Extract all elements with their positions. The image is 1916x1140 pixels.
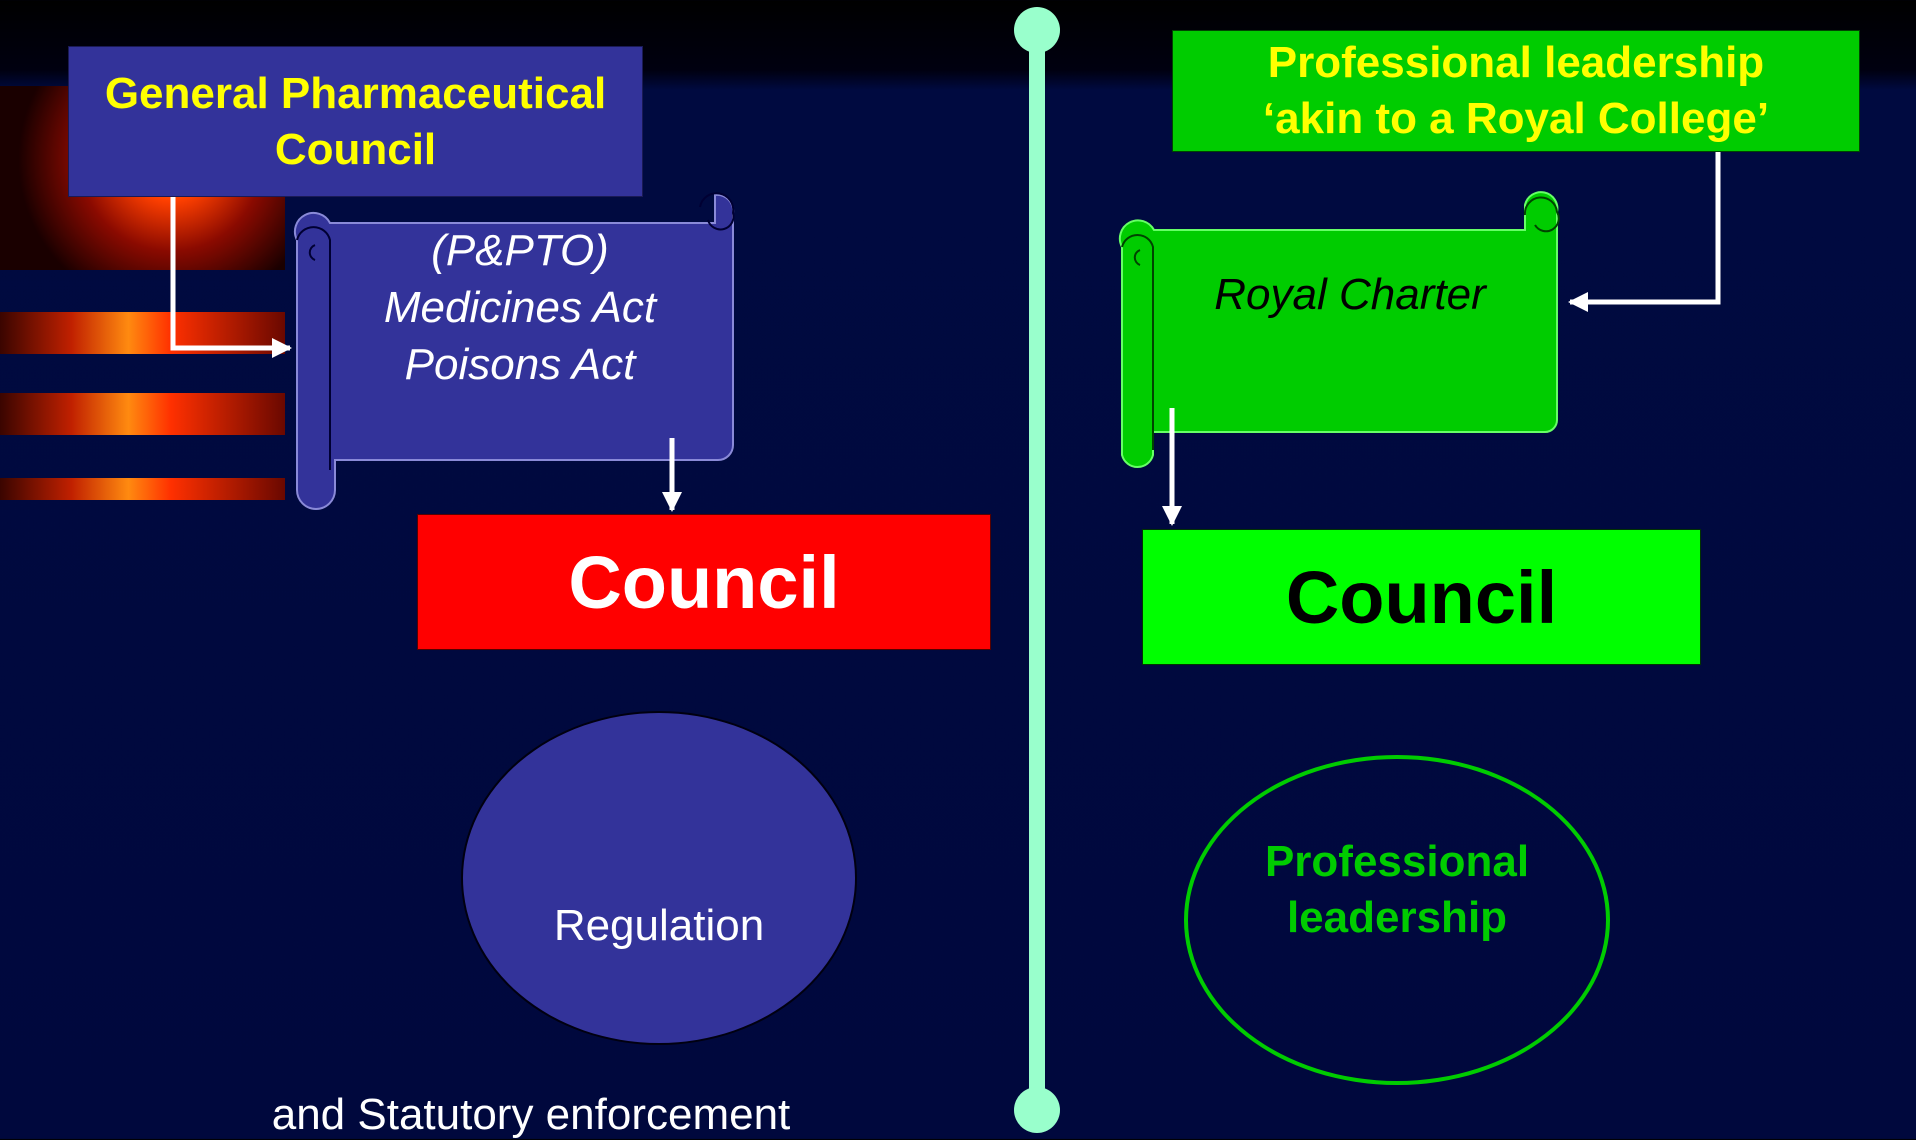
regulation-label: Regulation [553, 900, 765, 950]
legislation-scroll [293, 192, 735, 510]
professional-header-line: Professional leadership [1267, 38, 1765, 87]
professional-leadership-circle: Professional leadership [1184, 755, 1610, 1085]
professional-header-line: ‘akin to a Royal College’ [1262, 94, 1770, 143]
gpc-header-box: General Pharmaceutical Council [68, 46, 643, 197]
royal-charter-scroll [1118, 191, 1560, 468]
council-box-regulator: Council [417, 514, 991, 650]
connector-arrows [170, 148, 1721, 526]
legislation-line: Medicines Act [383, 283, 657, 332]
royal-charter-text: Royal Charter [1214, 270, 1486, 319]
gpc-header-text: General Pharmaceutical Council [104, 68, 607, 174]
legislation-line: Poisons Act [404, 340, 636, 389]
professional-leadership-line: Professional [1264, 837, 1530, 886]
professional-header-box: Professional leadership ‘akin to a Royal… [1172, 30, 1860, 152]
divider-line [1014, 7, 1060, 1133]
council-label: Council [568, 540, 840, 624]
professional-leadership-line: leadership [1286, 893, 1508, 942]
council-box-professional: Council [1142, 529, 1701, 665]
statutory-enforcement-caption: and Statutory enforcement [271, 1090, 791, 1139]
council-label: Council [1285, 555, 1558, 639]
legislation-line: (P&PTO) [431, 226, 609, 275]
regulation-circle: Regulation [461, 711, 857, 1045]
legislation-text: (P&PTO) Medicines Act Poisons Act [335, 222, 705, 393]
